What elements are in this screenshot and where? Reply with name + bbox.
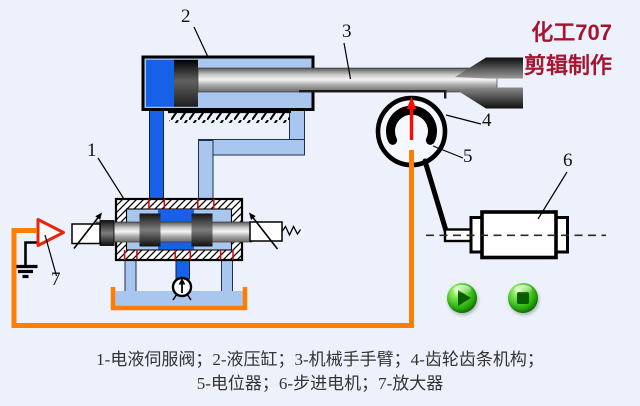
- play-icon: [458, 290, 471, 306]
- rack-bar: [299, 90, 446, 93]
- cylinder-left-chamber: [146, 59, 174, 107]
- callout-7: 7: [51, 269, 61, 290]
- servo-valve: [71, 197, 302, 262]
- gripper-lower-jaw: [455, 87, 523, 109]
- pump: [171, 276, 193, 301]
- callout-3: 3: [342, 21, 352, 42]
- caption-line1: 1-电液伺服阀；2-液压缸；3-机械手手臂；4-齿轮齿条机构；: [96, 350, 544, 369]
- legend-caption: 1-电液伺服阀；2-液压缸；3-机械手手臂；4-齿轮齿条机构； 5-电位器；6-…: [0, 348, 640, 396]
- stop-button[interactable]: [508, 283, 538, 313]
- callout-6: 6: [563, 150, 573, 171]
- caption-line2: 5-电位器；6-步进电机；7-放大器: [196, 374, 444, 393]
- spool-land-left: [139, 213, 161, 247]
- piston: [174, 59, 198, 107]
- callout-4: 4: [482, 110, 492, 131]
- stepper-motor: [426, 210, 606, 260]
- leader-lines: [44, 26, 568, 277]
- pointer-arrow-icon: [406, 96, 417, 109]
- callout-2: 2: [181, 6, 191, 27]
- spring-symbol: [281, 225, 302, 237]
- callout-1: 1: [87, 140, 97, 161]
- brand-watermark: 化工707 剪辑制作: [524, 16, 612, 82]
- valve-port-marks: [123, 199, 234, 260]
- spool-land-right: [191, 213, 213, 247]
- amplifier: [13, 218, 65, 279]
- solenoid-symbol-right: [249, 221, 283, 242]
- valve-spool-rod: [95, 221, 253, 243]
- brand-line2: 剪辑制作: [523, 53, 612, 78]
- feedback-wire: [11, 150, 414, 328]
- brand-line1: 化工707: [531, 20, 612, 45]
- oil-tank: [110, 287, 248, 311]
- gripper-upper-jaw: [455, 57, 523, 79]
- amplifier-triangle-icon: [36, 218, 65, 247]
- manipulator-arm: [197, 57, 523, 109]
- callout-5: 5: [463, 146, 473, 167]
- stop-icon: [517, 292, 529, 304]
- supply-pipe: [149, 106, 164, 201]
- drive-linkage: [422, 158, 450, 237]
- pump-arrow-icon: [178, 278, 186, 285]
- tank-fluid: [115, 291, 243, 307]
- play-button[interactable]: [447, 283, 477, 313]
- ground-hatching: [169, 113, 290, 123]
- return-pipe: [198, 105, 305, 201]
- motor-body: [480, 210, 558, 260]
